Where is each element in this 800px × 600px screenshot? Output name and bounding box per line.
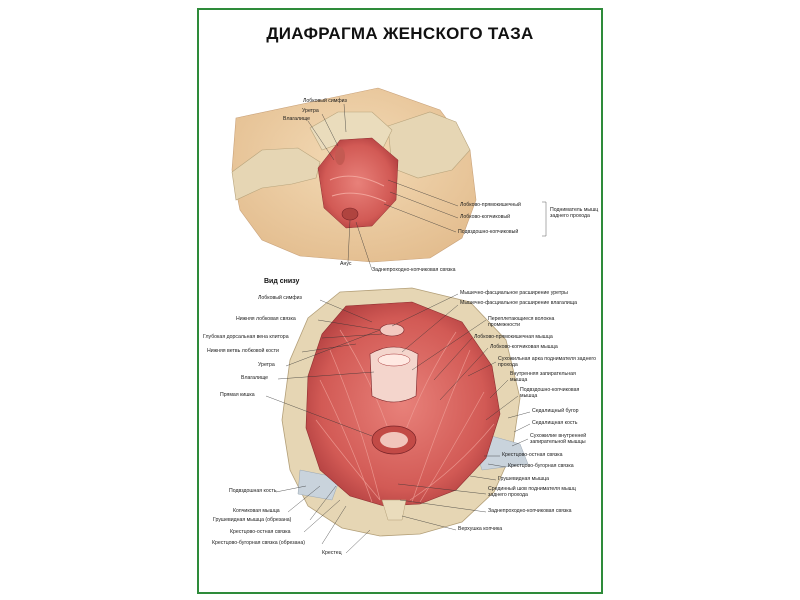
right-label-piriformis: Грушевидная мышца	[498, 476, 549, 482]
anus-opening	[341, 207, 359, 221]
right-label-coccyx-tip: Верхушка копчика	[458, 526, 503, 532]
bottom-pelvis-figure	[265, 287, 531, 554]
right-label-obturator-internus: Внутренняя запирательная мышца	[510, 371, 576, 383]
top-label-anococcygeal-ligament: Заднепроходно-копчиковая связка	[372, 267, 456, 273]
top-label-puborectalis: Лобково-прямокишечный	[460, 202, 521, 208]
right-label-sacrospinous: Крестцово-остная связка	[502, 452, 563, 458]
top-label-iliococcygeus: Подвздошно-копчиковый	[458, 229, 519, 235]
left-label-coccygeus: Копчиковая мышца	[233, 508, 280, 514]
bottom-view-heading: Вид снизу	[264, 278, 300, 285]
left-label-sacrotuberous-cut: Крестцово-бугорная связка (обрезана)	[212, 540, 306, 546]
top-label-anus: Анус	[340, 261, 352, 267]
left-label-sacrum: Крестец	[322, 550, 342, 556]
right-label-perineal-fibers: Переплетающиеся волокна промежности	[488, 316, 555, 328]
left-label-inferior-pubic-ramus: Нижняя ветвь лобковой кости	[207, 348, 279, 354]
left-label-urethra: Уретра	[258, 362, 275, 368]
levator-ani-muscle	[305, 301, 501, 507]
left-label-vagina: Влагалище	[241, 375, 269, 381]
top-pelvis-figure	[231, 87, 547, 271]
top-label-urethra: Уретра	[302, 108, 319, 114]
right-label-ischium: Седалищная кость	[532, 420, 578, 426]
left-label-pubic-symphysis: Лобковый симфиз	[258, 295, 302, 301]
left-label-sacrospinous-ligament: Крестцово-остная связка	[230, 529, 291, 535]
top-label-pubic-symphysis: Лобковый симфиз	[303, 98, 347, 104]
top-label-vagina: Влагалище	[283, 116, 311, 122]
right-label-vaginal-fascia: Мышечно-фасциальное расширение влагалища	[460, 300, 577, 306]
right-label-ischial-tuberosity: Седалищный бугор	[532, 408, 579, 414]
right-label-anococcygeal: Заднепроходно-копчиковая связка	[488, 508, 572, 514]
left-label-ilium: Подвздошная кость	[229, 488, 277, 494]
left-label-piriformis-cut: Грушевидная мышца (обрезана)	[213, 517, 292, 523]
coccyx	[381, 499, 407, 521]
page-title: ДИАФРАГМА ЖЕНСКОГО ТАЗА	[266, 24, 534, 43]
right-label-iliococcygeus-muscle: Подвздошно-копчиковая мышца	[520, 387, 580, 399]
left-label-deep-dorsal-vein: Глубокая дорсальная вена клитора	[203, 334, 289, 340]
left-label-rectum: Прямая кишка	[220, 392, 255, 398]
right-label-obturator-tendon: Сухожилие внутренней запирательной мышцы	[530, 433, 587, 445]
top-label-pubococcygeus: Лобково-копчиковый	[460, 214, 511, 220]
right-label-median-raphe: Срединный шов поднимателя мышц заднего п…	[488, 486, 576, 498]
left-label-inferior-pubic-ligament: Нижняя лобковая связка	[236, 316, 296, 322]
right-label-urethral-fascia: Мышечно-фасциальное расширение уретры	[460, 290, 568, 296]
femur-left	[231, 147, 321, 201]
right-label-pubococcygeus-muscle: Лобково-копчиковая мышца	[490, 344, 558, 350]
right-label-tendinous-arch: Сухожильная арка поднимателя заднего про…	[498, 356, 596, 368]
right-label-puborectalis-muscle: Лобково-прямокишечная мышца	[474, 334, 553, 340]
right-label-sacrotuberous: Крестцово-бугорная связка	[508, 463, 574, 469]
top-label-levator-ani: Подниматель мышц заднего прохода	[550, 207, 599, 219]
